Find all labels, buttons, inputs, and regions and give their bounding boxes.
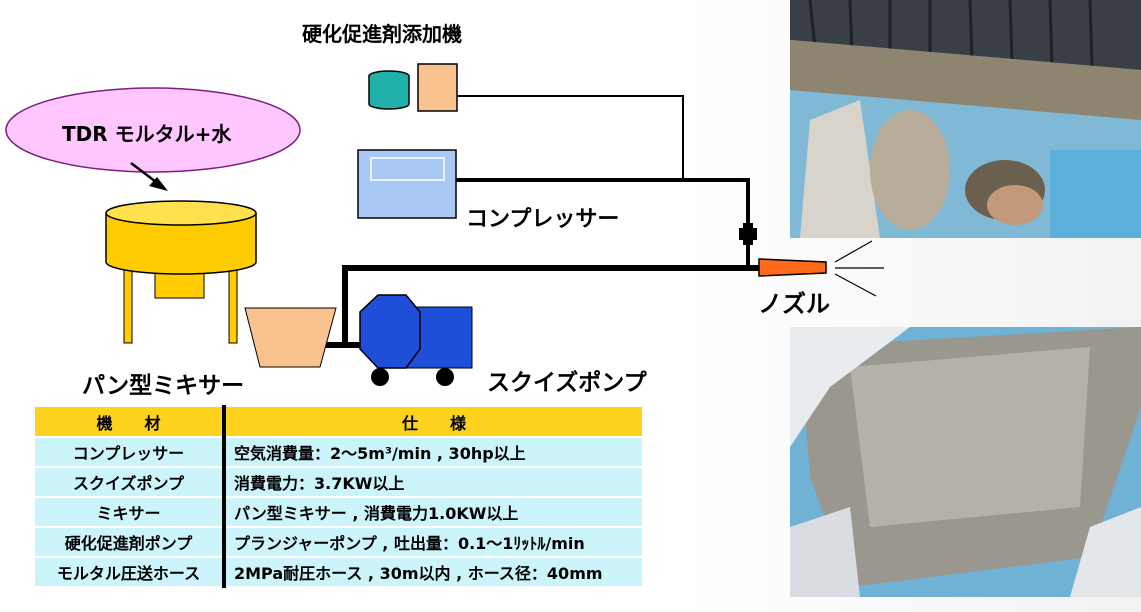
table-row: コンプレッサー 空気消費量：2～5m³/min , 30hp以上 — [33, 436, 644, 468]
accelerator-machine — [368, 63, 458, 112]
equipment-cell: モルタル圧送ホース — [33, 556, 226, 588]
accelerator-line — [457, 95, 684, 180]
table-row: スクイズポンプ 消費電力：3.7KW以上 — [33, 466, 644, 498]
squeeze-pump-label: スクイズポンプ — [487, 370, 647, 396]
equipment-cell: ミキサー — [33, 496, 226, 528]
equipment-spec-table: 機 材 仕 様 コンプレッサー 空気消費量：2～5m³/min , 30hp以上… — [33, 405, 644, 588]
spray-lines-icon — [834, 240, 884, 297]
spec-cell: パン型ミキサー , 消費電力1.0KW以上 — [223, 496, 644, 528]
compressor-unit — [357, 149, 457, 219]
equipment-cell: スクイズポンプ — [33, 466, 226, 498]
arrow-icon — [130, 162, 168, 191]
nozzle-label: ノズル — [758, 290, 830, 318]
hopper-icon — [244, 307, 337, 368]
photo-ceiling-spraying — [790, 0, 1141, 238]
photo-sprayed-ceiling-surface — [790, 327, 1141, 597]
spec-cell: 空気消費量：2～5m³/min , 30hp以上 — [223, 436, 644, 468]
accelerator-machine-label: 硬化促進剤添加機 — [302, 22, 462, 46]
equipment-cell: コンプレッサー — [33, 436, 226, 468]
table-row: 硬化促進剤ポンプ プランジャーポンプ , 吐出量：0.1～1ﾘｯﾄﾙ/min — [33, 526, 644, 558]
table-header-row: 機 材 仕 様 — [33, 405, 644, 438]
spec-cell: 消費電力：3.7KW以上 — [223, 466, 644, 498]
squeeze-pump-unit — [359, 294, 473, 386]
nozzle-icon — [758, 258, 827, 277]
spec-cell: プランジャーポンプ , 吐出量：0.1～1ﾘｯﾄﾙ/min — [223, 526, 644, 558]
material-bubble-label: TDR モルタル+水 — [62, 122, 232, 146]
spec-cell: 2MPa耐圧ホース , 30m以内 , ホース径：40mm — [223, 556, 644, 588]
table-row: ミキサー パン型ミキサー , 消費電力1.0KW以上 — [33, 496, 644, 528]
header-spec: 仕 様 — [223, 405, 644, 438]
pan-mixer-unit — [105, 200, 257, 344]
pan-mixer-label: パン型ミキサー — [82, 373, 245, 399]
mortar-hose — [322, 265, 760, 348]
table-row: モルタル圧送ホース 2MPa耐圧ホース , 30m以内 , ホース径：40mm — [33, 556, 644, 588]
header-equipment: 機 材 — [33, 405, 226, 438]
compressor-label: コンプレッサー — [466, 207, 620, 232]
material-bubble — [5, 87, 301, 173]
equipment-cell: 硬化促進剤ポンプ — [33, 526, 226, 558]
